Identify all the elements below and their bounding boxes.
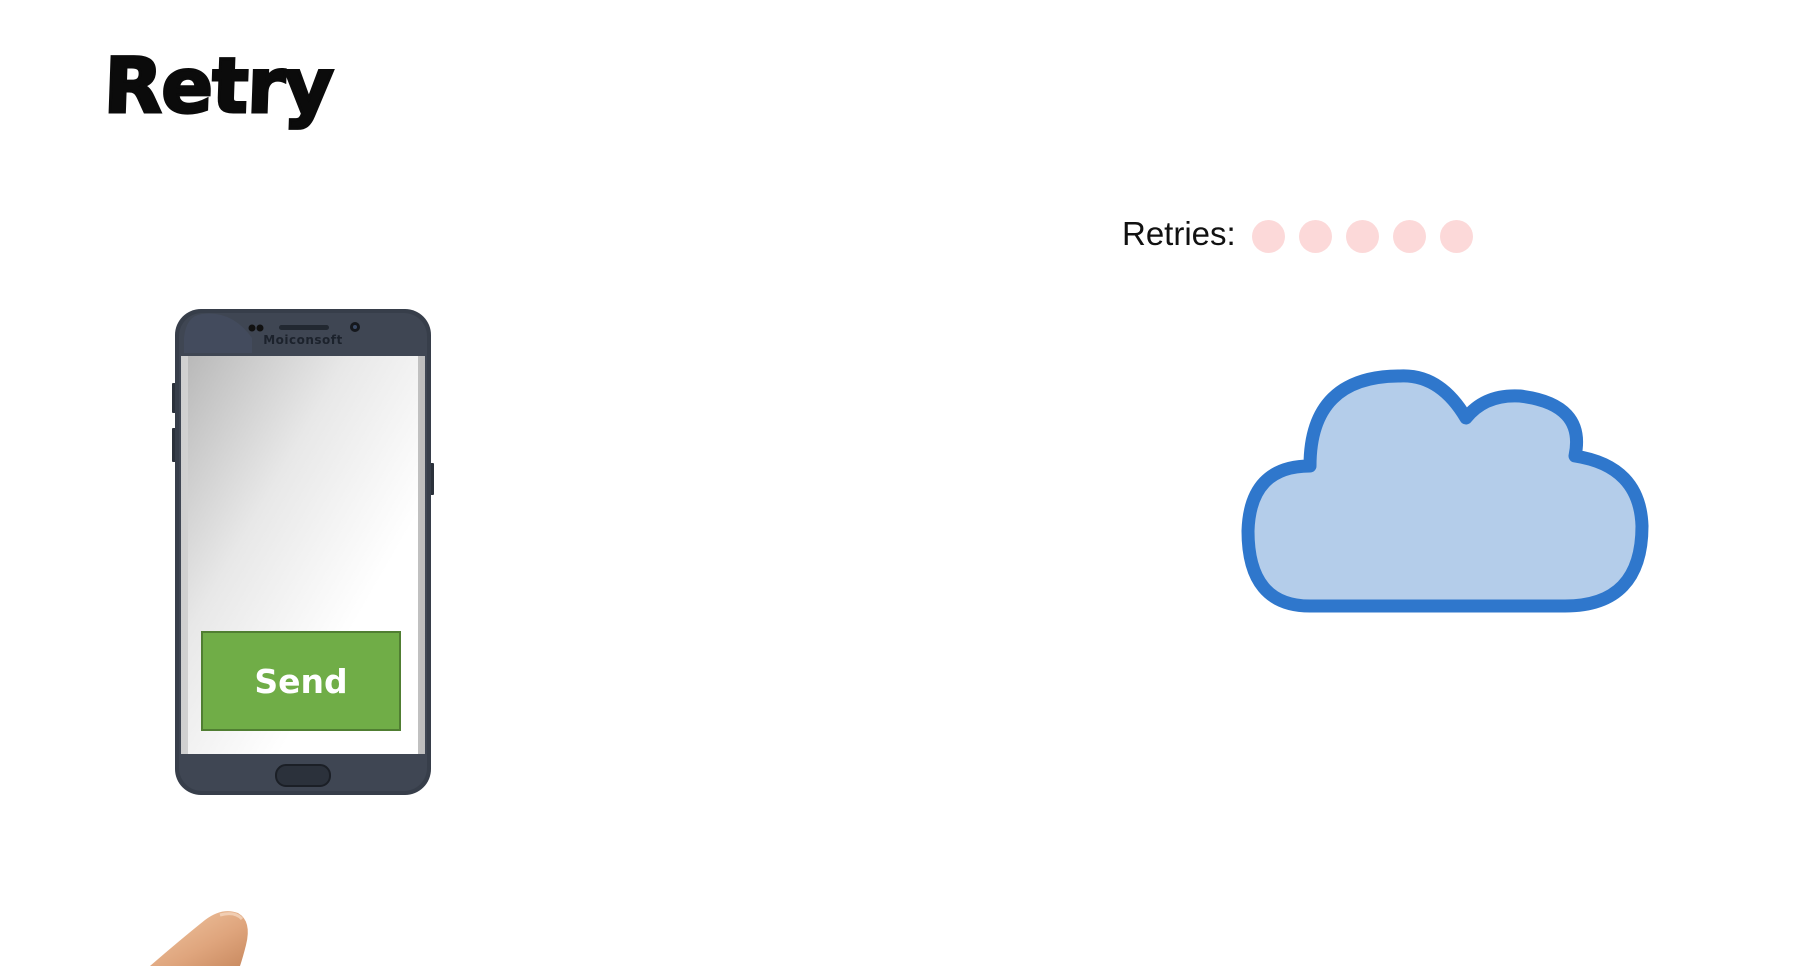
retries-label: Retries: (1122, 215, 1236, 252)
retry-dot (1345, 220, 1379, 253)
page-title: Retry (101, 40, 336, 132)
retry-dot (1439, 220, 1473, 253)
phone-brand: Moiconsoft (263, 333, 343, 347)
retry-dot (1251, 220, 1285, 253)
retries-indicator: Retries: (1122, 214, 1473, 253)
retry-dot (1298, 220, 1332, 253)
retry-dot (1392, 220, 1426, 253)
smartphone: Moiconsoft Send (172, 308, 434, 796)
retry-dots (1251, 220, 1473, 253)
cloud-icon (1241, 369, 1649, 613)
send-button[interactable]: Send (201, 631, 401, 731)
finger-icon (150, 911, 248, 966)
